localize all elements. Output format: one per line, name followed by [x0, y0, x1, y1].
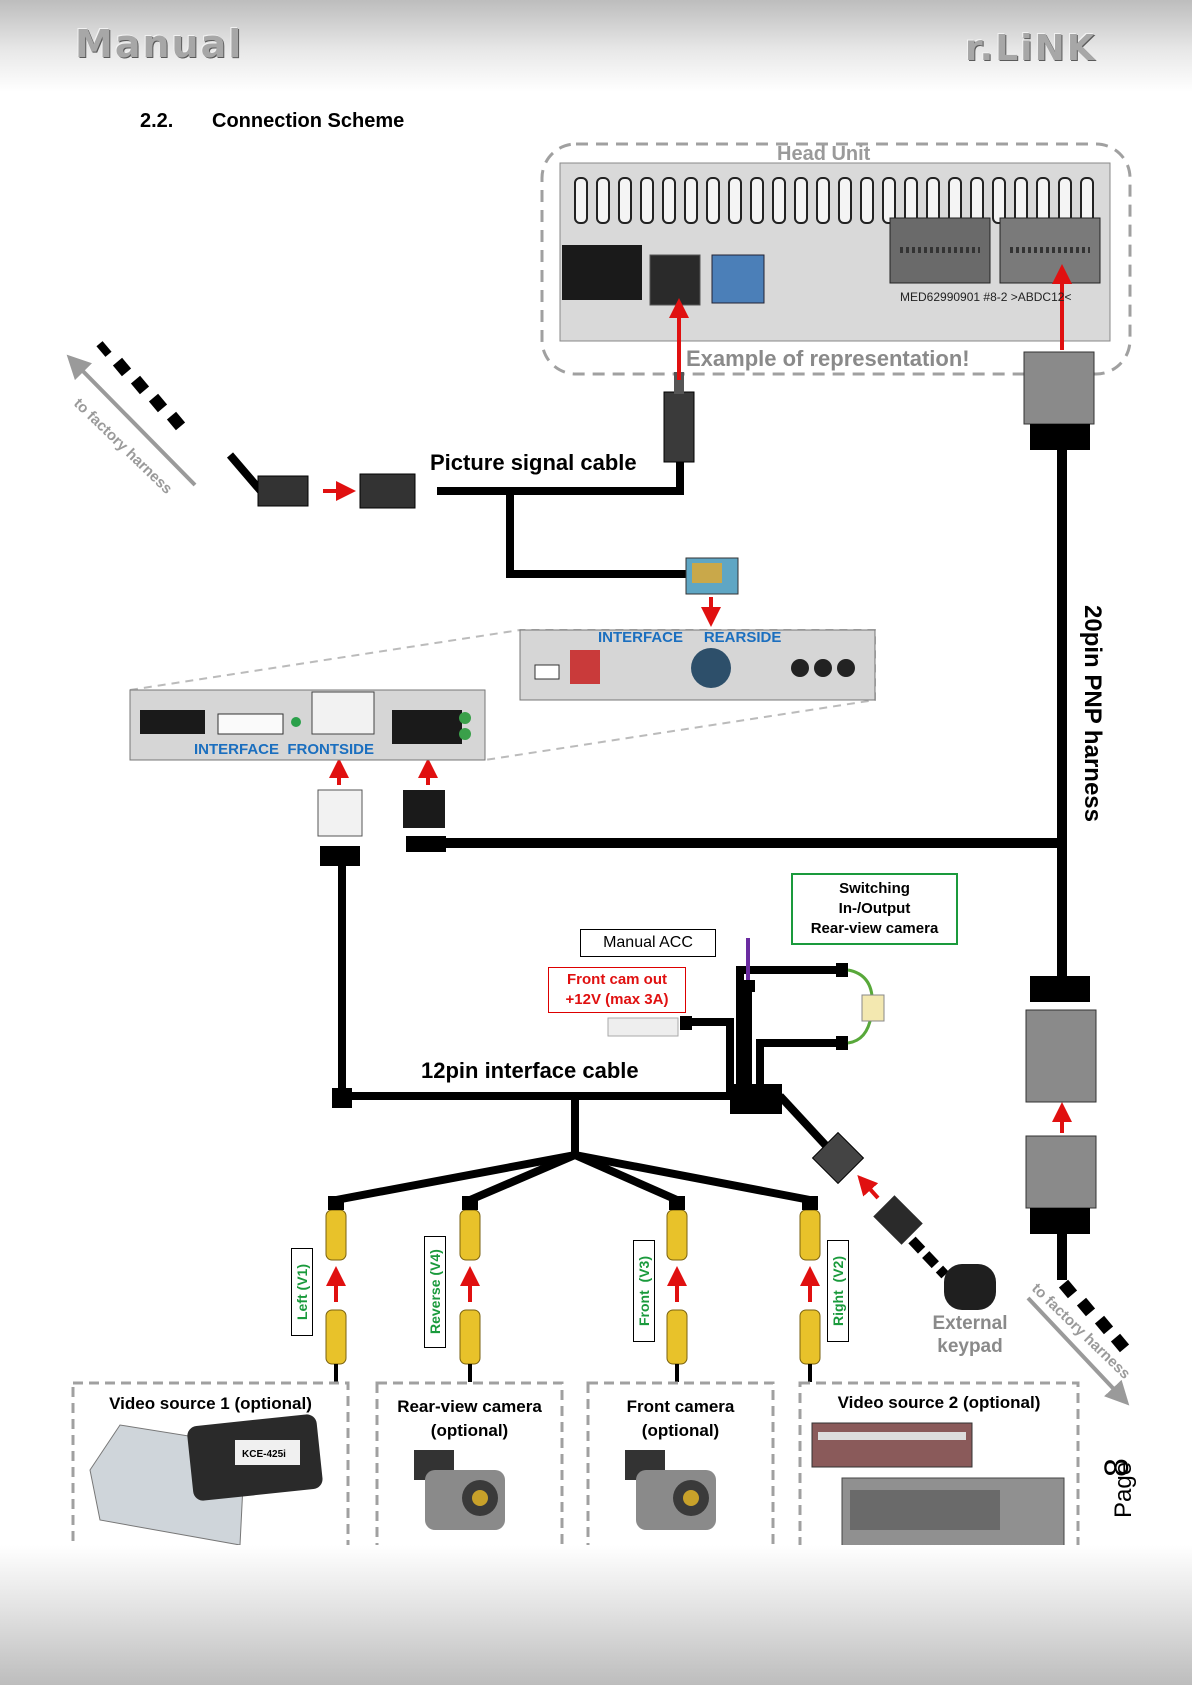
source-3-title: Front camera (optional) [588, 1395, 773, 1443]
source-1-title: Video source 1 (optional) [109, 1394, 312, 1413]
manual-acc-box: Manual ACC [580, 929, 716, 957]
blue-fakra-port [711, 254, 765, 304]
front-cam-out-box: Front cam out +12V (max 3A) [548, 967, 686, 1013]
rear-camera-picture [414, 1450, 505, 1530]
example-note: Example of representation! [686, 346, 970, 371]
rca-connectors [325, 1209, 821, 1365]
picture-cable-label: Picture signal cable [430, 450, 637, 475]
source-3-title-line-1: Front camera [626, 1397, 735, 1416]
factory-arrow-right [1026, 1296, 1130, 1406]
pnp-plug-top [1023, 351, 1095, 425]
kce-device-label: KCE-425i [242, 1449, 286, 1460]
source-2-title: Rear-view camera (optional) [377, 1395, 562, 1443]
interface-cable-label: 12pin interface cable [421, 1058, 639, 1083]
manual-logo: Manual [75, 22, 244, 66]
switching-line-2: In-/Output [838, 900, 911, 917]
pnp-harness-label: 20pin PNP harness [1079, 605, 1106, 822]
source-4-title: Video source 2 (optional) [837, 1393, 1041, 1412]
plug-12pin-white [317, 789, 363, 837]
keypad-plug [811, 1131, 865, 1185]
cable-junction [730, 1084, 782, 1114]
interface-cable [335, 866, 838, 1204]
pnp-harness [430, 432, 1067, 1280]
rlink-logo: r.LiNK [965, 28, 1097, 69]
source-2-title-line-2: (optional) [430, 1421, 509, 1440]
input-left-v1: Left (V1) [291, 1248, 313, 1336]
source-3-title-line-2: (optional) [641, 1421, 720, 1440]
plug-factory-right [359, 473, 416, 509]
page-number: 8 [1097, 1458, 1136, 1477]
factory-harness-dashes-right [1058, 1279, 1130, 1353]
head-unit-marking: MED62990901 #8-2 >ABDC12< [900, 290, 1072, 304]
front-cam-out-line-2: +12V (max 3A) [565, 991, 669, 1008]
input-front-v3: Front (V3) [633, 1240, 655, 1342]
head-unit-label: Head Unit [777, 143, 871, 165]
factory-harness-dashes-left [96, 341, 186, 431]
plug-8pin-black [403, 790, 445, 828]
mini-usb-port [649, 254, 701, 306]
arrow-keypad [857, 1175, 880, 1200]
section-number: 2.2. [140, 110, 174, 132]
front-cam-plug [607, 1017, 679, 1037]
factory-arrow-left [66, 354, 197, 487]
footer-band [0, 1545, 1192, 1685]
switching-box: Switching In-/Output Rear-view camera [791, 873, 958, 945]
pnp-plug-mid [1025, 1009, 1097, 1103]
section-title: Connection Scheme [212, 110, 405, 132]
pnp-plug-bottom [1025, 1135, 1097, 1209]
fuse-holder [861, 994, 885, 1022]
pnp-plug-mid-block [1030, 976, 1090, 1002]
plug-mini-usb [663, 391, 695, 463]
video-source-2-dvd-slot [811, 1422, 973, 1468]
plug-factory-left [257, 475, 309, 507]
keypad-device [944, 1264, 996, 1310]
input-reverse-v4: Reverse (V4) [424, 1236, 446, 1348]
interface-front-label: INTERFACE FRONTSIDE [194, 741, 375, 758]
header-band [0, 0, 1192, 92]
interface-rear-label: INTERFACE REARSIDE [598, 629, 782, 646]
front-camera-picture [625, 1450, 716, 1530]
keypad-label-line-2: keypad [937, 1336, 1003, 1357]
head-unit-frame [540, 142, 1132, 376]
keypad-label: External keypad [920, 1312, 1020, 1358]
input-right-v2: Right (V2) [827, 1240, 849, 1342]
keypad-label-line-1: External [932, 1313, 1008, 1334]
front-cam-out-line-1: Front cam out [567, 971, 667, 988]
switching-line-1: Switching [839, 880, 910, 897]
page-marker: Page 8 [1098, 1440, 1148, 1530]
source-2-title-line-1: Rear-view camera [397, 1397, 542, 1416]
switching-line-3: Rear-view camera [810, 920, 939, 937]
